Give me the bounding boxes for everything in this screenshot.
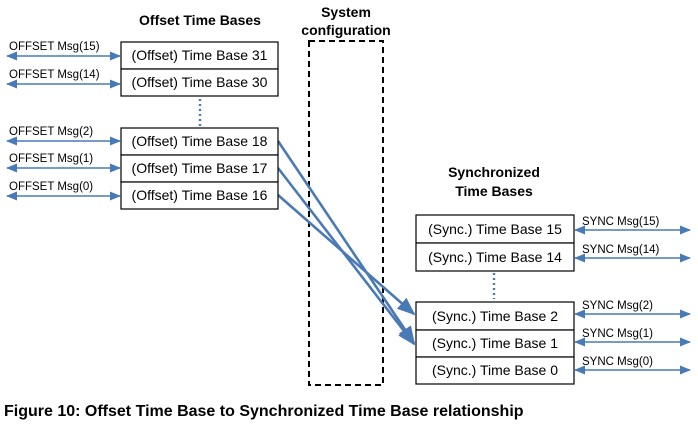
sync-box-label: (Sync.) Time Base 2 xyxy=(432,308,558,324)
offset-msg-0-label: OFFSET Msg(0) xyxy=(9,181,93,193)
sync-box-label: (Sync.) Time Base 1 xyxy=(432,335,558,351)
offset-box-16: (Offset) Time Base 16 xyxy=(120,181,279,210)
offset-msg-14-label: OFFSET Msg(14) xyxy=(9,69,100,81)
sync-msg-1-label: SYNC Msg(1) xyxy=(582,328,653,340)
system-heading-line2: configuration xyxy=(301,22,390,38)
sync-box-label: (Sync.) Time Base 15 xyxy=(428,221,562,237)
offset-box-17: (Offset) Time Base 17 xyxy=(120,154,279,183)
offset-box-label: (Offset) Time Base 17 xyxy=(132,160,268,176)
offset-box-18: (Offset) Time Base 18 xyxy=(120,127,279,156)
offset-box-label: (Offset) Time Base 18 xyxy=(132,133,268,149)
sync-box-label: (Sync.) Time Base 14 xyxy=(428,249,562,265)
system-configuration-box xyxy=(308,40,384,386)
link-offset16-to-sync2 xyxy=(277,194,416,316)
sync-heading-line2: Time Bases xyxy=(455,183,533,199)
offset-heading: Offset Time Bases xyxy=(139,12,261,28)
offset-box-label: (Offset) Time Base 31 xyxy=(132,47,268,63)
sync-msg-15-label: SYNC Msg(15) xyxy=(582,216,659,228)
sync-msg-0-label: SYNC Msg(0) xyxy=(582,356,653,368)
system-heading-line1: System xyxy=(321,4,371,20)
offset-box-30: (Offset) Time Base 30 xyxy=(120,68,279,97)
offset-msg-2-label: OFFSET Msg(2) xyxy=(9,126,93,138)
sync-box-14: (Sync.) Time Base 14 xyxy=(415,242,575,272)
sync-msg-2-label: SYNC Msg(2) xyxy=(582,300,653,312)
figure-caption: Figure 10: Offset Time Base to Synchroni… xyxy=(4,403,524,420)
sync-box-1: (Sync.) Time Base 1 xyxy=(415,329,575,358)
sync-box-15: (Sync.) Time Base 15 xyxy=(415,214,575,244)
link-offset18-to-sync1 xyxy=(276,140,416,345)
offset-box-31: (Offset) Time Base 31 xyxy=(120,41,279,70)
sync-box-0: (Sync.) Time Base 0 xyxy=(415,356,575,385)
offset-box-label: (Offset) Time Base 30 xyxy=(132,74,268,90)
offset-box-label: (Offset) Time Base 16 xyxy=(132,187,268,203)
sync-box-label: (Sync.) Time Base 0 xyxy=(432,362,558,378)
offset-msg-1-label: OFFSET Msg(1) xyxy=(9,153,93,165)
offset-msg-15-label: OFFSET Msg(15) xyxy=(9,41,100,53)
sync-box-2: (Sync.) Time Base 2 xyxy=(415,301,575,331)
sync-msg-14-label: SYNC Msg(14) xyxy=(582,244,659,256)
sync-heading-line1: Synchronized xyxy=(448,164,540,180)
